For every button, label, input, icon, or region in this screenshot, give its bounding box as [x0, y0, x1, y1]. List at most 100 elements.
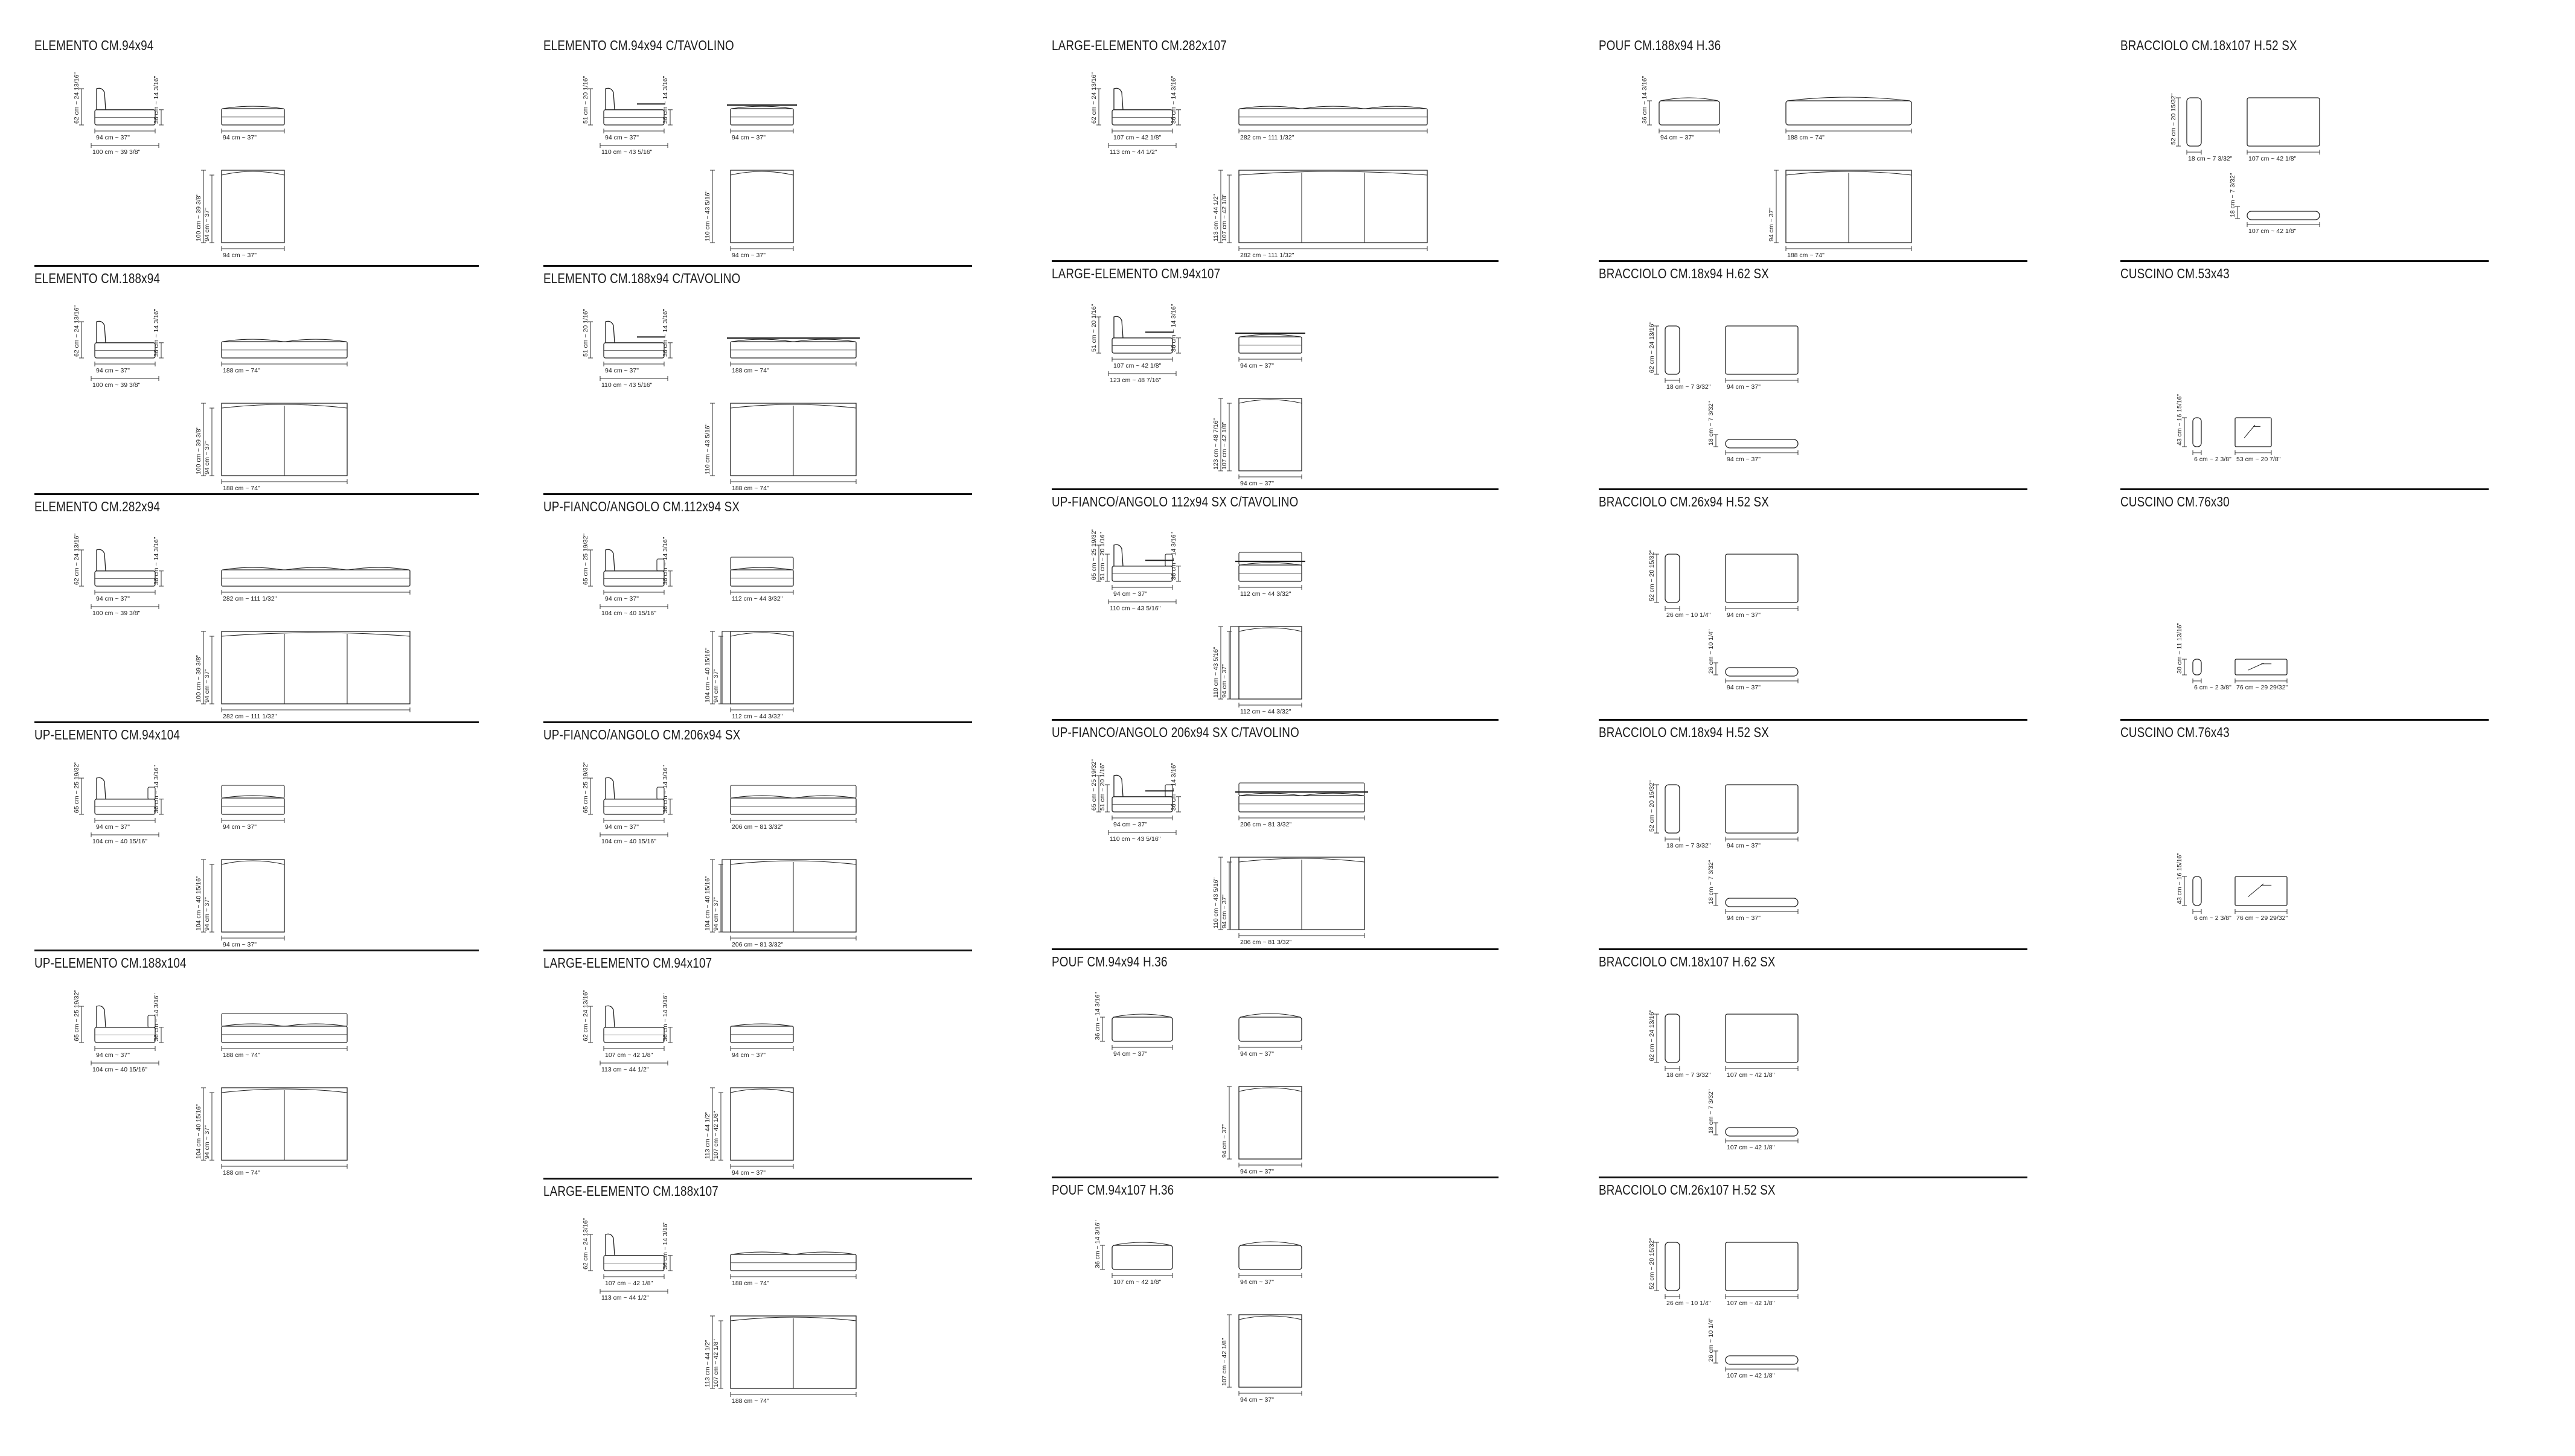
- width-dimension: 94 cm ~ 37": [732, 1052, 766, 1059]
- depth-dimension: 94 cm ~ 37": [605, 134, 639, 141]
- depth-dimension: 107 cm ~ 42 1/8": [1221, 193, 1228, 241]
- section-divider: [1052, 488, 1499, 490]
- width-dimension: 112 cm ~ 44 3/32": [732, 713, 783, 720]
- depth-dimension: 94 cm ~ 37": [712, 669, 720, 703]
- side-view: [1112, 316, 1174, 354]
- width-dimension: 282 cm ~ 111 1/32": [223, 595, 277, 602]
- width-dimension: 18 cm ~ 7 3/32": [1666, 842, 1711, 849]
- plan-view: [1238, 1314, 1302, 1388]
- height-dimension: 43 cm ~ 16 15/16": [2176, 394, 2183, 445]
- width-dimension: 94 cm ~ 37": [732, 1169, 766, 1177]
- section-divider: [543, 721, 972, 723]
- seat-height-dimension: 36 cm ~ 14 3/16": [1170, 762, 1177, 811]
- section-divider: [34, 950, 479, 951]
- technical-drawing: 62 cm ~ 24 13/16"36 cm ~ 14 3/16"107 cm …: [582, 990, 794, 1177]
- section-divider: [1052, 948, 1499, 950]
- side-view: [94, 321, 156, 359]
- width-dimension: 206 cm ~ 81 3/32": [1240, 939, 1291, 946]
- seat-height-dimension: 36 cm ~ 14 3/16": [662, 537, 669, 585]
- width-dimension: 112 cm ~ 44 3/32": [732, 595, 783, 602]
- armrest-side-view: [1665, 554, 1680, 603]
- side-view: [603, 549, 665, 587]
- side-view: [603, 321, 665, 359]
- depth-dimension: 100 cm ~ 39 3/8": [92, 148, 141, 156]
- depth-dimension: 113 cm ~ 44 1/2": [1110, 148, 1157, 156]
- width-dimension: 94 cm ~ 37": [223, 252, 257, 259]
- section-divider: [1599, 1177, 2027, 1178]
- depth-dimension: 123 cm ~ 48 7/16": [1110, 377, 1161, 384]
- depth-dimension: 107 cm ~ 42 1/8": [1221, 421, 1228, 470]
- depth-dimension: 94 cm ~ 37": [96, 823, 130, 831]
- side-view: [94, 88, 156, 126]
- section-divider: [1599, 488, 2027, 490]
- section-divider: [2120, 488, 2489, 490]
- front-view: [221, 785, 285, 815]
- height-dimension: 30 cm ~ 11 13/16": [2176, 622, 2183, 674]
- depth-dimension: 107 cm ~ 42 1/8": [712, 1339, 720, 1387]
- width-dimension: 94 cm ~ 37": [732, 134, 766, 141]
- depth-dimension: 94 cm ~ 37": [96, 595, 130, 602]
- width-dimension: 188 cm ~ 74": [1787, 252, 1825, 259]
- width-dimension: 188 cm ~ 74": [1787, 134, 1825, 141]
- side-view: [1112, 544, 1174, 582]
- technical-drawing: 65 cm ~ 25 19/32"36 cm ~ 14 3/16"94 cm ~…: [73, 762, 285, 948]
- front-view: [1785, 97, 1912, 126]
- side-view: [1112, 1014, 1173, 1042]
- depth-dimension: 94 cm ~ 37": [1727, 684, 1761, 691]
- product-title: LARGE-ELEMENTO CM.188x107: [543, 1183, 718, 1199]
- side-view: [1112, 1242, 1173, 1270]
- plan-view: [730, 1315, 857, 1389]
- technical-drawing: 65 cm ~ 25 19/32"36 cm ~ 14 3/16"94 cm ~…: [73, 990, 348, 1177]
- section-divider: [1599, 719, 2027, 721]
- cushion-front-view: [2234, 876, 2288, 906]
- seat-height-dimension: 36 cm ~ 14 3/16": [662, 993, 669, 1041]
- product-title: CUSCINO CM.76x30: [2120, 494, 2230, 509]
- depth-dimension: 94 cm ~ 37": [96, 134, 130, 141]
- width-dimension: 188 cm ~ 74": [223, 1169, 260, 1177]
- armrest-side-view: [1665, 1242, 1680, 1291]
- height-dimension: 52 cm ~ 20 15/32": [1648, 1238, 1655, 1289]
- height-dimension: 65 cm ~ 25 19/32": [582, 534, 589, 585]
- seat-height-dimension: 36 cm ~ 14 3/16": [662, 308, 669, 357]
- width-dimension: 94 cm ~ 37": [1240, 362, 1274, 369]
- front-view: [1238, 1241, 1302, 1270]
- width-dimension: 26 cm ~ 10 1/4": [1666, 1300, 1711, 1307]
- section-divider: [1599, 948, 2027, 950]
- product-title: LARGE-ELEMENTO CM.94x107: [543, 955, 712, 971]
- width-dimension: 188 cm ~ 74": [223, 485, 260, 492]
- depth-dimension: 107 cm ~ 42 1/8": [1727, 1144, 1775, 1151]
- plan-view: [221, 1087, 348, 1161]
- seat-height-dimension: 36 cm ~ 14 3/16": [153, 993, 160, 1041]
- front-view: [221, 1013, 348, 1043]
- plan-view: [730, 1087, 794, 1161]
- technical-drawing: 51 cm ~ 20 1/16"36 cm ~ 14 3/16"94 cm ~ …: [582, 308, 860, 492]
- height-dimension: 65 cm ~ 25 19/32": [73, 762, 80, 813]
- technical-drawing: 62 cm ~ 24 13/16"36 cm ~ 14 3/16"107 cm …: [1090, 72, 1428, 259]
- depth-dimension: 100 cm ~ 39 3/8": [195, 654, 202, 703]
- height-dimension: 52 cm ~ 20 15/32": [1648, 781, 1655, 832]
- technical-drawing: 65 cm ~ 25 19/32" 36 cm ~ 14 3/16" 94 cm ~…: [582, 534, 794, 720]
- product-title: UP-FIANCO/ANGOLO CM.112x94 SX: [543, 499, 740, 514]
- product-block: LARGE-ELEMENTO CM.94x107 62 cm ~ 24 13/16…: [543, 955, 972, 1181]
- armrest-plan-view: [2247, 211, 2320, 220]
- technical-drawing: 43 cm ~ 16 15/16"6 cm ~ 2 3/8"53 cm ~ 20…: [2176, 394, 2281, 463]
- front-view: [221, 106, 285, 126]
- depth-dimension: 94 cm ~ 37": [1221, 895, 1228, 928]
- front-view: [1238, 106, 1428, 126]
- height-dimension: 62 cm ~ 24 13/16": [1090, 72, 1098, 124]
- height-dimension: 62 cm ~ 24 13/16": [73, 534, 80, 585]
- front-view: [730, 1023, 794, 1043]
- width-dimension: 188 cm ~ 74": [223, 367, 260, 374]
- plan-view: [721, 631, 794, 704]
